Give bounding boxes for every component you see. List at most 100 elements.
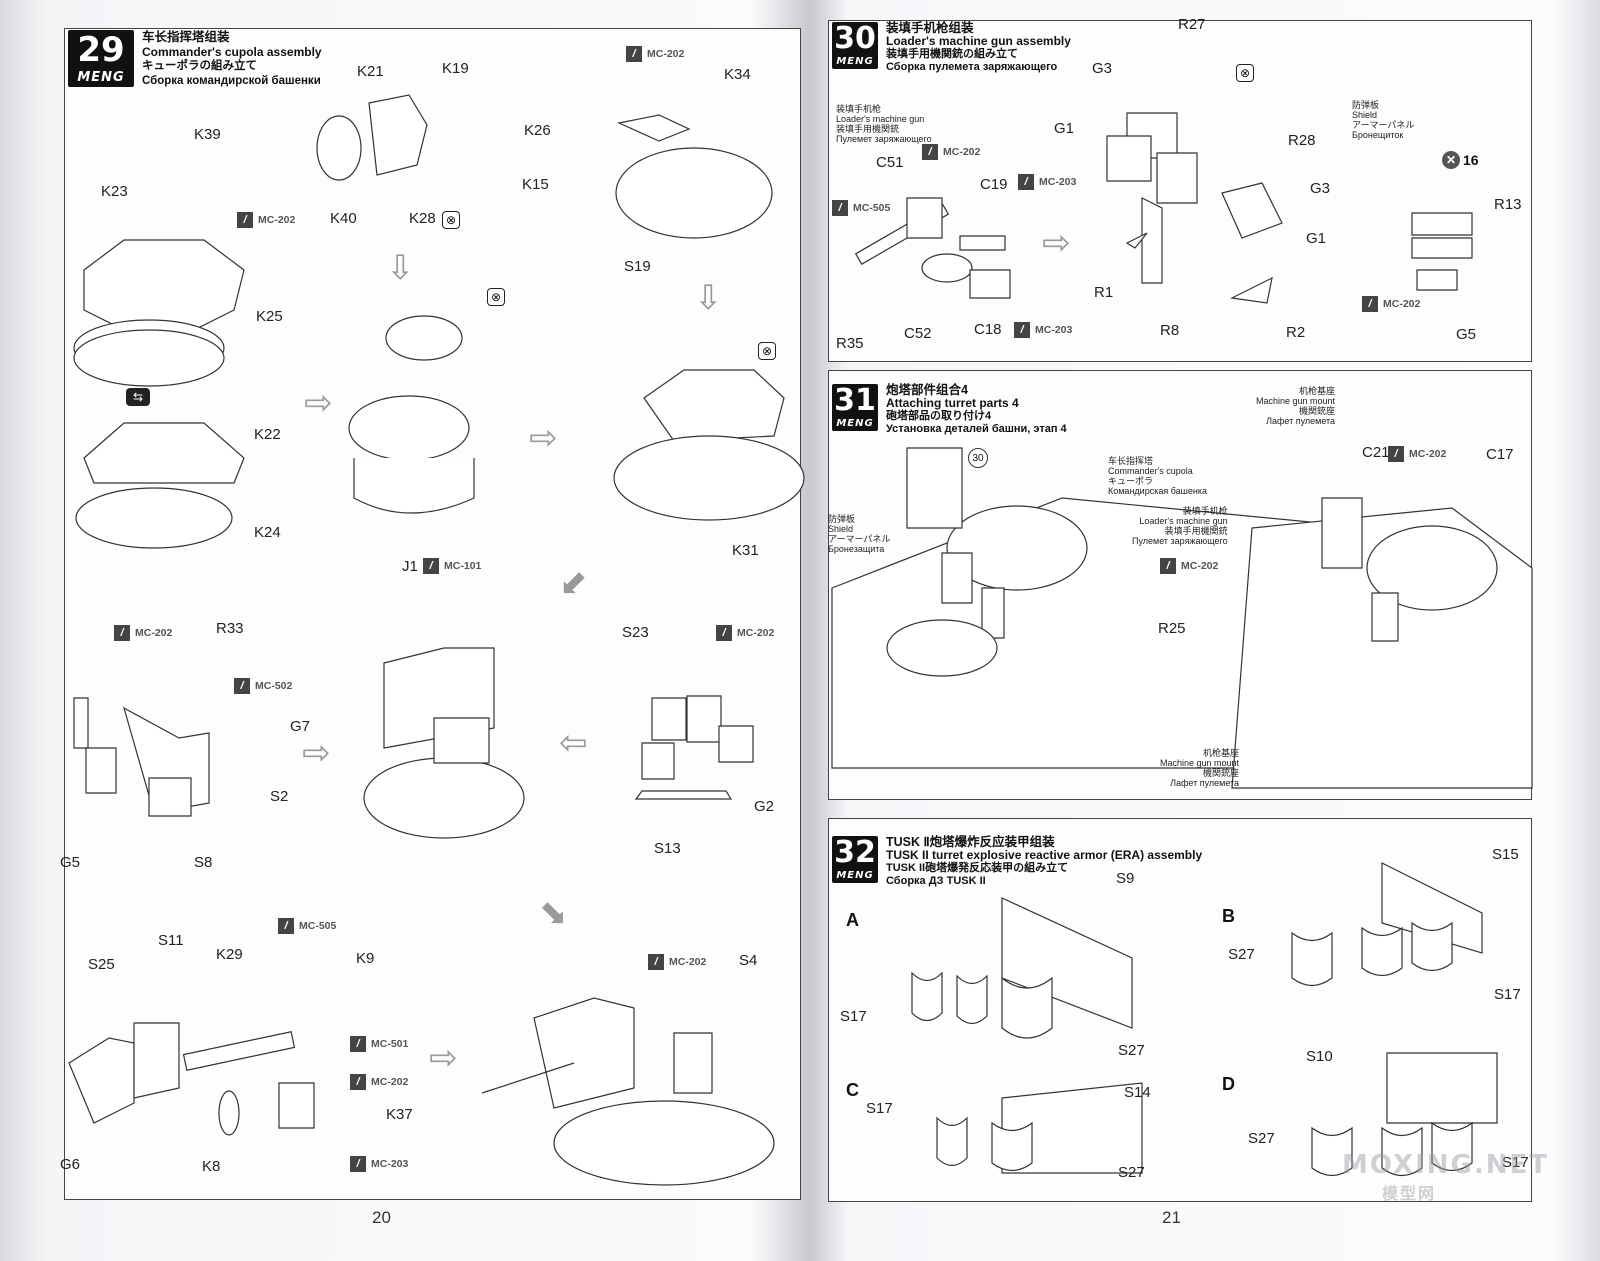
caption-ru: Бронезащита bbox=[828, 544, 885, 554]
paint-code: MC-202 bbox=[647, 48, 685, 60]
caption-cn: 防弹板 bbox=[1352, 100, 1380, 110]
right-page: 30 MENG 装填手机枪组装 Loader's machine gun ass… bbox=[822, 8, 1592, 1253]
paintbrush-icon: / bbox=[237, 212, 253, 228]
caption-jp: 機関銃座 bbox=[1299, 406, 1336, 416]
step-titles: 装填手机枪组装 Loader's machine gun assembly 装填… bbox=[886, 22, 1071, 74]
part-label: K15 bbox=[522, 176, 549, 193]
part-label: G5 bbox=[60, 854, 81, 871]
paint-code: MC-202 bbox=[135, 627, 173, 639]
mg-mount-caption: 机枪基座 Machine gun mount 機関銃座 Лафет пулеме… bbox=[1160, 748, 1239, 788]
part-label: R33 bbox=[216, 620, 244, 637]
title-jp: 砲塔部品の取り付け4 bbox=[886, 410, 992, 422]
part-label: G3 bbox=[1310, 180, 1331, 197]
machine-gun-drawing bbox=[184, 1032, 295, 1071]
page-number: 21 bbox=[1162, 1208, 1181, 1227]
variant-letter: D bbox=[1222, 1074, 1235, 1094]
paint-code: MC-202 bbox=[371, 1076, 409, 1088]
part-label: K39 bbox=[194, 126, 221, 143]
part-label: R27 bbox=[1178, 16, 1206, 33]
paint-callout: /MC-203 bbox=[350, 1156, 408, 1172]
paint-callout: /MC-202 bbox=[1362, 296, 1420, 312]
paintbrush-icon: / bbox=[1160, 558, 1176, 574]
caption-ru: Командирская башенка bbox=[1108, 486, 1207, 496]
caption-en: Loader's machine gun bbox=[1139, 516, 1228, 526]
right-arrow-icon: ⇨ bbox=[304, 383, 333, 423]
part-label: J1 bbox=[402, 558, 418, 575]
k22-lid-drawing bbox=[84, 423, 244, 483]
part-label: S14 bbox=[1124, 1084, 1151, 1101]
part-label: K37 bbox=[386, 1106, 413, 1123]
part-label: K34 bbox=[724, 66, 751, 83]
step-badge: 32 MENG bbox=[832, 836, 878, 883]
part-label: S2 bbox=[270, 788, 289, 805]
left-arrow-icon: ⇦ bbox=[559, 723, 588, 763]
paint-callout: /MC-203 bbox=[1018, 174, 1076, 190]
assembly-drawings bbox=[822, 8, 1592, 1253]
title-en: TUSK II turret explosive reactive armor … bbox=[886, 848, 1203, 862]
part-label: C17 bbox=[1486, 446, 1514, 463]
era-b-plate-drawing bbox=[1382, 863, 1482, 953]
variant-letter: A bbox=[846, 910, 859, 930]
step-number: 30 bbox=[834, 21, 876, 56]
quantity-badge: ✕ 16 bbox=[1442, 151, 1479, 169]
paint-callout: /MC-202 bbox=[626, 46, 684, 62]
step-reference: 30 bbox=[968, 448, 988, 468]
shield-caption: 防弹板 Shield アーマーパネル Бронещиток bbox=[1352, 100, 1414, 140]
loader-mg-caption: 装填手机枪 Loader's machine gun 装填手用機関銃 Пулем… bbox=[1132, 506, 1228, 546]
part-label: R28 bbox=[1288, 132, 1316, 149]
paintbrush-icon: / bbox=[114, 625, 130, 641]
part-label: S8 bbox=[194, 854, 213, 871]
part-label: S17 bbox=[866, 1100, 893, 1117]
caption-cn: 防弹板 bbox=[828, 514, 856, 524]
title-ru: Сборка ДЗ TUSK II bbox=[886, 875, 986, 887]
paint-callout: /MC-202 bbox=[648, 954, 706, 970]
part-label: K31 bbox=[732, 542, 759, 559]
paintbrush-icon: / bbox=[1388, 446, 1404, 462]
title-cn: 车长指挥塔组装 bbox=[142, 30, 230, 44]
paintbrush-icon: / bbox=[716, 625, 732, 641]
paint-code: MC-501 bbox=[371, 1038, 409, 1050]
cupola-caption: 车长指挥塔 Commander's cupola キューポラ Командирс… bbox=[1108, 456, 1207, 496]
paint-code: MC-202 bbox=[1383, 298, 1421, 310]
part-label: C51 bbox=[876, 154, 904, 171]
title-ru: Сборка пулемета заряжающего bbox=[886, 61, 1058, 73]
paintbrush-icon: / bbox=[350, 1156, 366, 1172]
down-arrow-icon: ⇩ bbox=[694, 278, 723, 318]
part-label: K22 bbox=[254, 426, 281, 443]
paint-callout: /MC-505 bbox=[278, 918, 336, 934]
step-titles: 车长指挥塔组装 Commander's cupola assembly キューポ… bbox=[142, 30, 322, 88]
part-label: S27 bbox=[1248, 1130, 1275, 1147]
paint-code: MC-202 bbox=[669, 956, 707, 968]
paint-code: MC-202 bbox=[1181, 560, 1219, 572]
part-label: C18 bbox=[974, 321, 1002, 338]
quantity-value: 16 bbox=[1463, 152, 1479, 168]
down-left-arrow-icon: ⬋ bbox=[559, 563, 588, 603]
part-label: K25 bbox=[256, 308, 283, 325]
right-arrow-icon: ⇨ bbox=[429, 1038, 458, 1078]
title-ru: Установка деталей башни, этап 4 bbox=[886, 423, 1067, 435]
caption-jp: アーマーパネル bbox=[1352, 120, 1415, 130]
step-31-header: 31 MENG 炮塔部件组合4 Attaching turret parts 4… bbox=[832, 384, 1067, 436]
caption-en: Shield bbox=[1352, 110, 1378, 120]
title-cn: TUSK Ⅱ炮塔爆炸反应装甲组装 bbox=[886, 835, 1055, 849]
part-label: S17 bbox=[1494, 986, 1521, 1003]
part-label: K26 bbox=[524, 122, 551, 139]
part-label: S23 bbox=[622, 624, 649, 641]
step-32-header: 32 MENG TUSK Ⅱ炮塔爆炸反应装甲组装 TUSK II turret … bbox=[832, 836, 1202, 888]
title-cn: 装填手机枪组装 bbox=[886, 21, 974, 35]
caption-ru: Лафет пулемета bbox=[1170, 778, 1240, 788]
paintbrush-icon: / bbox=[278, 918, 294, 934]
part-label: K19 bbox=[442, 60, 469, 77]
title-jp: 装填手用機関銃の組み立て bbox=[886, 48, 1018, 60]
paint-callout: /MC-202 bbox=[350, 1074, 408, 1090]
caption-en: Loader's machine gun bbox=[836, 114, 925, 124]
part-label: C21 bbox=[1362, 444, 1390, 461]
down-arrow-icon: ⇩ bbox=[386, 248, 415, 288]
caption-en: Commander's cupola bbox=[1108, 466, 1193, 476]
step-30-header: 30 MENG 装填手机枪组装 Loader's machine gun ass… bbox=[832, 22, 1071, 74]
caption-cn: 装填手机枪 bbox=[836, 104, 882, 114]
part-label: K24 bbox=[254, 524, 281, 541]
part-label: K40 bbox=[330, 210, 357, 227]
paint-callout: /MC-202 bbox=[716, 625, 774, 641]
